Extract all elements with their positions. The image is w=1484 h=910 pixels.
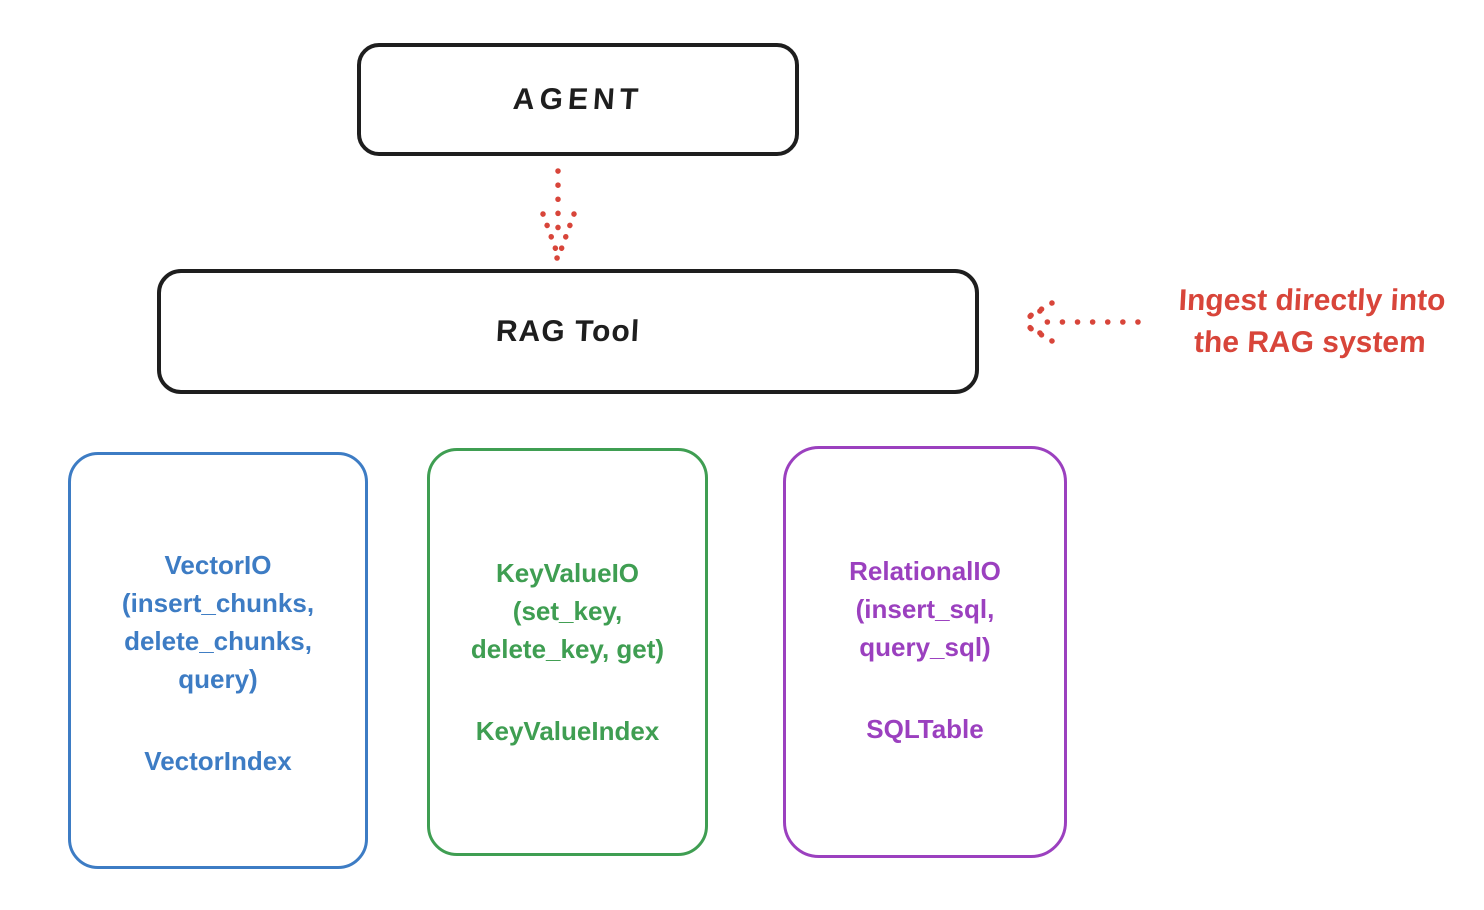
key-value-io-description: KeyValueIO (set_key, delete_key, get): [471, 554, 664, 668]
ingest-annotation-line2: the RAG system: [1193, 326, 1427, 359]
relational-io-line: RelationalIO: [849, 556, 1001, 586]
agent-node-label: AGENT: [511, 82, 645, 116]
relational-io-description: RelationalIO (insert_sql, query_sql): [849, 552, 1001, 666]
key-value-io-node: KeyValueIO (set_key, delete_key, get) Ke…: [427, 448, 708, 856]
vector-io-line: delete_chunks,: [124, 626, 312, 656]
relational-io-line: query_sql): [859, 632, 991, 662]
ingest-arrow-icon: [1020, 300, 1141, 344]
relational-io-line: (insert_sql,: [855, 594, 995, 624]
vector-io-line: VectorIO: [164, 550, 272, 580]
vector-io-line: (insert_chunks,: [121, 588, 315, 618]
key-value-index-label: KeyValueIndex: [475, 716, 660, 746]
rag-tool-node: RAG Tool: [157, 269, 979, 394]
rag-tool-node-label: RAG Tool: [495, 314, 641, 348]
vector-io-node: VectorIO (insert_chunks, delete_chunks, …: [68, 452, 368, 869]
vector-index-label: VectorIndex: [144, 746, 292, 776]
key-value-io-line: KeyValueIO: [495, 558, 640, 588]
vector-io-description: VectorIO (insert_chunks, delete_chunks, …: [122, 546, 314, 698]
key-value-io-line: delete_key, get): [470, 634, 665, 664]
agent-to-rag-arrow-icon: [540, 168, 577, 261]
relational-io-node: RelationalIO (insert_sql, query_sql) SQL…: [783, 446, 1067, 858]
agent-node: AGENT: [357, 43, 799, 156]
vector-io-line: query): [178, 664, 258, 694]
ingest-annotation: Ingest directly into the RAG system: [1136, 280, 1484, 364]
key-value-io-line: (set_key,: [512, 596, 623, 626]
ingest-annotation-line1: Ingest directly into: [1177, 284, 1447, 317]
sql-table-label: SQLTable: [866, 714, 984, 744]
